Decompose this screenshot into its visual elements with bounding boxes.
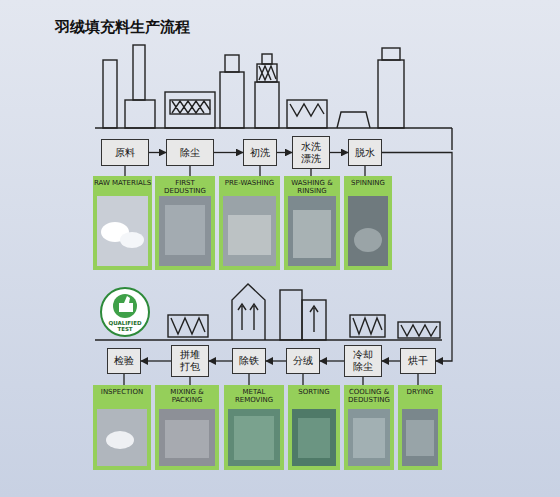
link-line: [123, 374, 124, 385]
process-box: 分绒: [286, 348, 320, 374]
photo-panel: INSPECTION: [93, 385, 151, 470]
flow-arrow: [277, 152, 292, 153]
step-name: 除铁: [239, 355, 259, 367]
photo-panel: RAW MATERIALS: [93, 176, 152, 270]
photo-panel: PRE-WASHING: [219, 176, 280, 270]
step-caption: WASHING & RINSING: [284, 179, 340, 195]
photo-panel: DRYING: [398, 385, 442, 470]
step-caption: COOLING & DEDUSTING: [344, 388, 394, 404]
diagram-title: 羽绒填充料生产流程: [55, 18, 190, 37]
process-box: 初洗: [243, 139, 277, 166]
flow-arrow: [266, 360, 286, 361]
step-caption: RAW MATERIALS: [93, 179, 152, 187]
process-box: 检验: [107, 348, 141, 374]
flow-arrow: [382, 153, 452, 362]
flow-arrow: [149, 152, 166, 153]
link-line: [189, 166, 190, 176]
step-name: 检验: [114, 355, 134, 367]
step-name: 拼堆 打包: [174, 349, 206, 373]
photo-panel: SPINNING: [344, 176, 392, 270]
link-line: [310, 169, 311, 176]
photo-panel: MIXING & PACKING: [155, 385, 219, 470]
photo-panel: FIRST DEDUSTING: [155, 176, 215, 270]
link-line: [417, 374, 418, 385]
process-box: 除尘: [166, 139, 214, 166]
link-line: [259, 166, 260, 176]
step-name: 冷却 除尘: [347, 349, 379, 373]
flow-arrow: [320, 360, 344, 361]
photo-panel: METAL REMOVING: [224, 385, 284, 470]
flow-arrow: [141, 360, 171, 361]
step-caption: PRE-WASHING: [219, 179, 280, 187]
process-box: 除铁: [232, 348, 266, 374]
process-box: 水洗 漂洗: [292, 136, 330, 169]
step-name: 原料: [115, 147, 135, 159]
step-name: 水洗 漂洗: [295, 141, 327, 165]
step-name: 烘干: [408, 355, 428, 367]
badge-text: QUALIFIED TEST: [102, 320, 148, 332]
step-caption: INSPECTION: [93, 388, 151, 396]
step-caption: FIRST DEDUSTING: [155, 179, 215, 195]
link-line: [124, 166, 125, 176]
step-caption: SPINNING: [344, 179, 392, 187]
link-line: [302, 374, 303, 385]
process-box: 烘干: [400, 348, 436, 374]
process-box: 原料: [101, 139, 149, 166]
step-caption: MIXING & PACKING: [155, 388, 219, 404]
step-caption: DRYING: [398, 388, 442, 396]
link-line: [248, 374, 249, 385]
process-box: 冷却 除尘: [344, 345, 382, 377]
link-line: [364, 166, 365, 176]
step-caption: METAL REMOVING: [224, 388, 284, 404]
flow-arrow: [209, 360, 232, 361]
step-caption: SORTING: [288, 388, 340, 396]
link-line: [362, 377, 363, 385]
flow-arrow: [330, 152, 348, 153]
step-name: 除尘: [180, 147, 200, 159]
flow-arrow: [214, 152, 243, 153]
link-line: [189, 377, 190, 385]
step-name: 脱水: [355, 147, 375, 159]
photo-panel: SORTING: [288, 385, 340, 470]
process-box: 脱水: [348, 139, 382, 166]
photo-panel: COOLING & DEDUSTING: [344, 385, 394, 470]
step-name: 初洗: [250, 147, 270, 159]
process-box: 拼堆 打包: [171, 345, 209, 377]
step-name: 分绒: [293, 355, 313, 367]
photo-panel: WASHING & RINSING: [284, 176, 340, 270]
flow-arrow: [382, 360, 400, 361]
